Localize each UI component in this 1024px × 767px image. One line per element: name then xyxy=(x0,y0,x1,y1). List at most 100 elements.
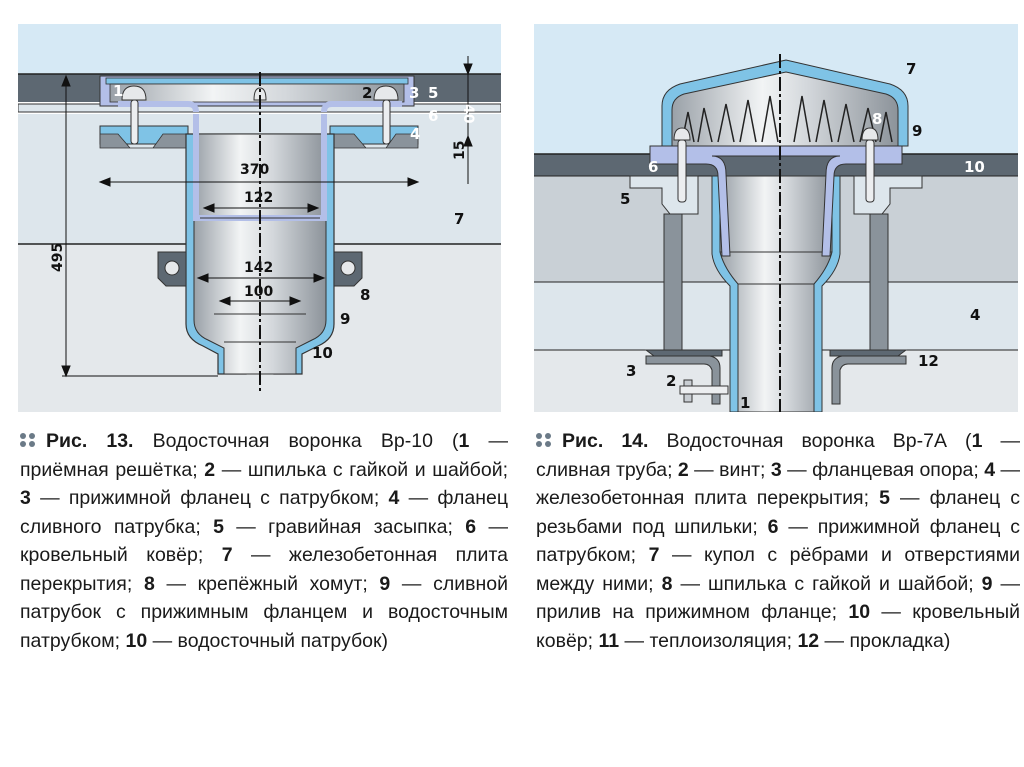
legend-text: — железо­бетонная плита перекрытия; xyxy=(20,544,508,595)
callout-6: 6 xyxy=(428,107,438,125)
legend-number: 2 xyxy=(204,458,216,481)
legend-number: 7 xyxy=(221,544,233,566)
caption-items: 1 — приёмная решётка; 2 — шпилька с гайк… xyxy=(20,430,508,652)
legend-number: 9 xyxy=(981,572,993,595)
callout-9: 9 xyxy=(340,310,350,328)
legend-text: — сливной патрубок с прижимным флан­цем … xyxy=(20,572,508,652)
legend-number: 6 xyxy=(465,515,477,538)
dim-100: 100 xyxy=(244,284,273,300)
dome-ribs xyxy=(681,95,893,143)
figure-14-caption: Рис. 14. Водосточная воронка Вр-7А (1 — … xyxy=(536,427,1020,655)
callout-10: 10 xyxy=(964,158,985,176)
figure-14-diagram: 1 2 3 4 5 6 7 8 9 10 12 xyxy=(534,24,1018,413)
callout-1: 1 xyxy=(113,82,123,100)
callout-7: 7 xyxy=(454,210,464,228)
callout-7: 7 xyxy=(906,60,916,78)
clamp-8-right xyxy=(333,251,363,287)
figure-13-caption: Рис. 13. Водосточная воронка Вр-10 (1 — … xyxy=(20,427,508,655)
callout-5: 5 xyxy=(620,190,630,208)
legend-number: 9 xyxy=(379,572,391,595)
bullet-icon xyxy=(536,432,552,447)
callout-3: 3 xyxy=(409,84,419,102)
dim-495: 495 xyxy=(50,243,66,272)
callout-3: 3 xyxy=(626,362,636,380)
clamp-8-left xyxy=(157,251,187,287)
dim-122: 122 xyxy=(244,190,273,206)
callout-8: 8 xyxy=(872,110,882,128)
gasket-12 xyxy=(644,349,723,357)
flange-support-3 xyxy=(645,355,721,405)
clamp-flange-6 xyxy=(649,145,903,257)
callout-6: 6 xyxy=(648,158,658,176)
center-bolt xyxy=(253,87,267,101)
dim-40: 40 xyxy=(460,104,476,124)
legend-number: 4 xyxy=(984,458,996,481)
legend-text: — прилив на прижимном флан­це; xyxy=(536,572,1021,624)
callout-2: 2 xyxy=(362,84,372,102)
legend-number: 6 xyxy=(767,515,779,538)
legend-text: — винт; xyxy=(688,458,771,481)
legend-text: — гравийная засыпка; xyxy=(223,515,466,538)
caption-title: Водосточная воронка Вр-10 ( xyxy=(133,430,459,452)
callout-2: 2 xyxy=(666,372,676,390)
legend-number: 5 xyxy=(213,515,224,538)
dim-142: 142 xyxy=(244,260,273,276)
roof-carpet-10 xyxy=(534,154,1018,176)
legend-text: — крепёжный хо­мут; xyxy=(154,572,380,595)
caption-items: 1 — сливная труба; 2 — винт; 3 — фланцев… xyxy=(536,430,1020,652)
dim-370: 370 xyxy=(240,162,269,178)
legend-text: — шпилька с гай­кой и шайбой; xyxy=(672,572,982,595)
fig-label: Рис. 13. xyxy=(46,430,134,452)
stud-8-right xyxy=(861,127,879,203)
legend-number: 10 xyxy=(848,601,871,623)
legend-text: — прокладка) xyxy=(819,629,951,652)
figure-14-svg: 1 2 3 4 5 6 7 8 9 10 12 xyxy=(534,24,1018,413)
legend-text: — железобетонная плита перекрытия; xyxy=(536,458,1021,510)
legend-text: — шпилька с гайкой и шайбой; xyxy=(215,458,509,481)
legend-text: — фланец с резьбами под шпильки; xyxy=(536,487,1020,538)
fig-label: Рис. 14. xyxy=(562,430,649,452)
legend-text: — сливная труба; xyxy=(536,430,1020,481)
legend-text: — купол с рёбрами и отверстиями между ни… xyxy=(536,544,1020,595)
legend-text: — приёмная решётка; xyxy=(20,430,508,481)
callout-4: 4 xyxy=(970,306,980,324)
screw-2 xyxy=(679,379,729,403)
dim-15: 15 xyxy=(452,141,468,160)
legend-text: — прижимной фланец с патрубком; xyxy=(30,487,389,509)
bolt-2-left xyxy=(121,85,147,145)
legend-number: 4 xyxy=(388,487,400,509)
callout-8: 8 xyxy=(360,286,370,304)
callout-9: 9 xyxy=(912,122,922,140)
legend-text: — фланцевая опо­ра; xyxy=(781,458,985,481)
figure-13-diagram: 370 122 142 100 495 40 15 1 2 3 4 5 6 7 … xyxy=(17,24,502,412)
legend-number: 3 xyxy=(20,487,31,509)
legend-text: — теплоизоля­ция; xyxy=(619,629,798,652)
legend-number: 7 xyxy=(648,544,660,566)
bullet-icon xyxy=(20,432,36,447)
legend-text: — кровельный ковёр; xyxy=(536,601,1020,652)
legend-text: — фланец сливного патрубка; xyxy=(20,487,508,538)
figure-13-svg: 370 122 142 100 495 40 15 1 2 3 4 5 6 7 … xyxy=(17,24,502,412)
sky-area xyxy=(18,24,501,74)
legend-text: — кровельный ковёр; xyxy=(20,515,508,567)
bolt-2-right xyxy=(373,85,399,145)
legend-number: 11 xyxy=(598,629,620,652)
caption-title: Водосточная воронка Вр-7А ( xyxy=(648,430,972,452)
legend-number: 3 xyxy=(770,458,782,481)
callout-12: 12 xyxy=(918,352,939,370)
legend-number: 8 xyxy=(143,572,155,595)
legend-number: 2 xyxy=(677,458,689,481)
legend-text: — водосточ­ный патрубок) xyxy=(147,629,389,652)
legend-number: 1 xyxy=(458,430,470,452)
legend-number: 5 xyxy=(879,487,890,509)
callout-10: 10 xyxy=(312,344,333,362)
callout-5: 5 xyxy=(428,84,438,102)
legend-number: 1 xyxy=(971,430,983,452)
legend-text: — прижим­ной фланец с патрубком; xyxy=(536,515,1020,567)
callout-1: 1 xyxy=(740,394,750,412)
legend-number: 10 xyxy=(125,629,148,652)
callout-4: 4 xyxy=(410,125,420,143)
stud-8-left xyxy=(673,127,691,203)
legend-number: 12 xyxy=(797,629,820,652)
legend-number: 8 xyxy=(661,572,673,595)
